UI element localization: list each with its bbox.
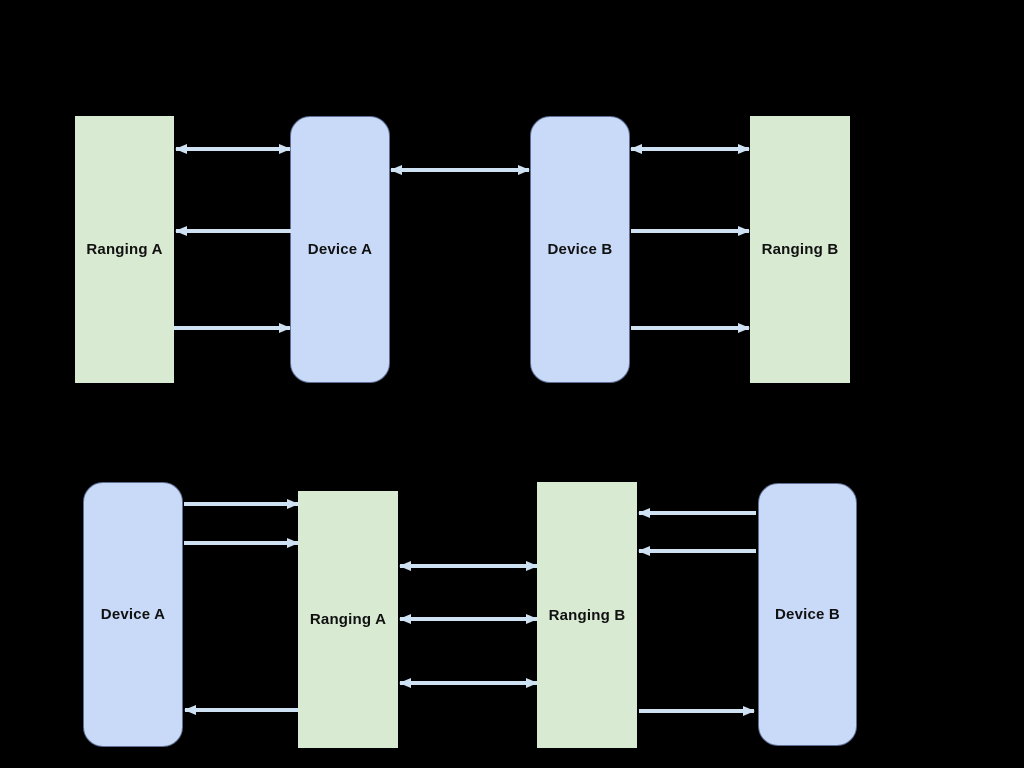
arrow-line — [639, 549, 756, 553]
arrowhead-left-icon — [175, 226, 187, 236]
top-arrow-device-b-to-ranging-b-2 — [631, 226, 750, 236]
bottom-arrow-device-b-to-ranging-b-1 — [638, 508, 756, 518]
arrowhead-right-icon — [743, 706, 755, 716]
top-device-a-box: Device A — [290, 116, 390, 383]
arrowhead-right-icon — [738, 226, 750, 236]
arrowhead-right-icon — [738, 323, 750, 333]
arrow-line — [631, 326, 749, 330]
arrowhead-left-icon — [184, 705, 196, 715]
bottom-ranging-a-box: Ranging A — [298, 491, 398, 748]
arrowhead-left-icon — [638, 508, 650, 518]
top-arrow-device-a-device-b — [390, 165, 530, 175]
arrowhead-right-icon — [518, 165, 530, 175]
arrow-line — [400, 617, 537, 621]
arrow-line — [174, 326, 290, 330]
arrow-line — [184, 502, 298, 506]
arrowhead-right-icon — [738, 144, 750, 154]
bottom-ranging-b-box: Ranging B — [537, 482, 637, 748]
top-device-b-box: Device B — [530, 116, 630, 383]
arrowhead-right-icon — [526, 561, 538, 571]
top-arrow-device-b-to-ranging-b-3 — [631, 323, 750, 333]
arrow-line — [176, 147, 290, 151]
top-ranging-a-box: Ranging A — [75, 116, 174, 383]
arrow-line — [631, 147, 749, 151]
arrowhead-left-icon — [175, 144, 187, 154]
arrowhead-right-icon — [279, 323, 291, 333]
arrow-line — [184, 541, 298, 545]
bottom-device-a-box: Device A — [83, 482, 183, 747]
arrowhead-right-icon — [279, 144, 291, 154]
arrowhead-right-icon — [526, 614, 538, 624]
bottom-arrow-device-a-to-ranging-a-1 — [184, 499, 299, 509]
node-label: Device B — [547, 241, 613, 258]
node-label: Ranging B — [761, 241, 839, 258]
arrow-line — [400, 564, 537, 568]
bottom-arrow-ranging-a-ranging-b-2 — [399, 614, 538, 624]
bottom-arrow-device-a-to-ranging-a-2 — [184, 538, 299, 548]
top-arrow-device-b-ranging-b-1 — [630, 144, 750, 154]
arrow-line — [185, 708, 298, 712]
arrow-line — [639, 709, 754, 713]
bottom-arrow-ranging-a-ranging-b-3 — [399, 678, 538, 688]
bottom-arrow-ranging-a-ranging-b-1 — [399, 561, 538, 571]
arrowhead-right-icon — [287, 538, 299, 548]
bottom-arrow-device-b-to-ranging-b-2 — [638, 546, 756, 556]
node-label: Ranging A — [309, 611, 387, 628]
arrowhead-left-icon — [399, 678, 411, 688]
arrow-line — [631, 229, 749, 233]
bottom-device-b-box: Device B — [758, 483, 857, 746]
bottom-arrow-ranging-b-to-device-b — [639, 706, 755, 716]
node-label: Ranging B — [548, 606, 626, 624]
arrow-line — [176, 229, 291, 233]
top-arrow-ranging-a-to-device-a — [174, 323, 291, 333]
arrow-line — [391, 168, 529, 172]
arrow-line — [639, 511, 756, 515]
arrowhead-left-icon — [390, 165, 402, 175]
bottom-arrow-ranging-a-to-device-a — [184, 705, 298, 715]
arrowhead-right-icon — [526, 678, 538, 688]
node-label: Device A — [307, 241, 373, 258]
arrowhead-left-icon — [638, 546, 650, 556]
arrowhead-right-icon — [287, 499, 299, 509]
arrowhead-left-icon — [630, 144, 642, 154]
top-arrow-ranging-a-device-a-1 — [175, 144, 291, 154]
top-ranging-b-box: Ranging B — [750, 116, 850, 383]
node-label: Ranging A — [86, 241, 163, 258]
arrowhead-left-icon — [399, 614, 411, 624]
top-arrow-device-a-to-ranging-a — [175, 226, 291, 236]
node-label: Device A — [100, 606, 166, 623]
node-label: Device B — [775, 606, 840, 623]
arrowhead-left-icon — [399, 561, 411, 571]
arrow-line — [400, 681, 537, 685]
